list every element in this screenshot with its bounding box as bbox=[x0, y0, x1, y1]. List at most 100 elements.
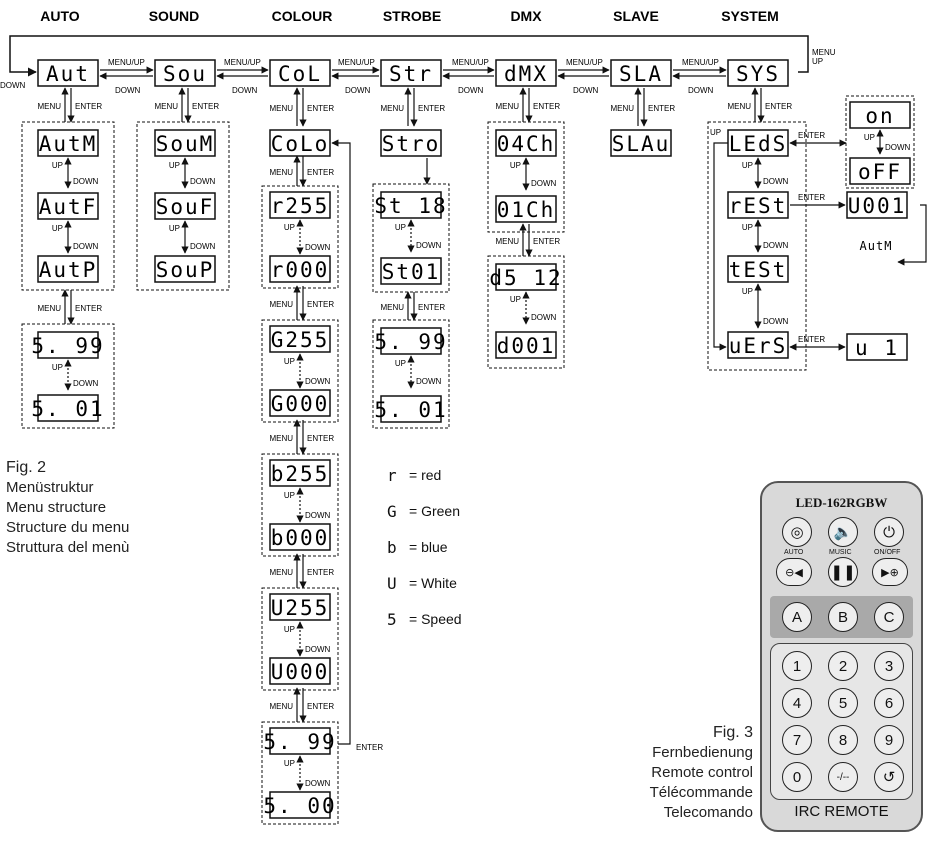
display-colour-1: r000 bbox=[271, 258, 330, 282]
display-system-1: rESt bbox=[729, 194, 788, 218]
display-off-box bbox=[849, 157, 911, 185]
button-8[interactable]: 8 bbox=[828, 725, 858, 755]
dmx-me-menu-label: MENU bbox=[495, 237, 519, 246]
strobe-top-menu-label: MENU bbox=[380, 104, 404, 113]
sound-1-up-label: UP bbox=[169, 161, 180, 170]
button-7[interactable]: 7 bbox=[782, 725, 812, 755]
display-colour-4-box bbox=[269, 459, 331, 487]
button-3[interactable]: 3 bbox=[874, 651, 904, 681]
remote-model: LED-162RGBW bbox=[795, 495, 888, 510]
colour-me-2-menu-label: MENU bbox=[269, 568, 293, 577]
display-strobe-s01: 5. 01 bbox=[374, 398, 447, 422]
system-top-enter-label: ENTER bbox=[765, 102, 792, 111]
button-a[interactable]: A bbox=[782, 602, 812, 632]
display-stro: Stro bbox=[382, 132, 441, 156]
display-st18-box bbox=[380, 191, 442, 219]
button-dash[interactable]: -/-- bbox=[828, 762, 858, 792]
auto-1-up-label: UP bbox=[52, 161, 63, 170]
display-colour-2-box bbox=[269, 325, 331, 353]
lbl-menuup-2: MENU/UP bbox=[224, 58, 261, 67]
slave-top-enter-label: ENTER bbox=[648, 104, 675, 113]
strobe-me-menu-label: MENU bbox=[380, 303, 404, 312]
button-5[interactable]: 5 bbox=[828, 688, 858, 718]
colour-4-up-label: UP bbox=[284, 759, 295, 768]
colour-me-0-enter-label: ENTER bbox=[307, 300, 334, 309]
dmx-2-up-label: UP bbox=[510, 295, 521, 304]
button-6[interactable]: 6 bbox=[874, 688, 904, 718]
colour-me-0-menu-label: MENU bbox=[269, 300, 293, 309]
remote-footer: IRC REMOTE bbox=[794, 803, 889, 820]
display-01ch-box bbox=[495, 195, 557, 223]
lbl-menuup-5: MENU/UP bbox=[566, 58, 603, 67]
fig3-title: Fig. 3 bbox=[712, 724, 753, 741]
strobe-2-down-label: DOWN bbox=[416, 377, 442, 386]
button-1[interactable]: 1 bbox=[782, 651, 812, 681]
display-system-3: uErS bbox=[729, 334, 788, 358]
sound-1-down-label: DOWN bbox=[190, 177, 216, 186]
colour-0-up-label: UP bbox=[284, 223, 295, 232]
button-9[interactable]: 9 bbox=[874, 725, 904, 755]
display-system-3-box bbox=[727, 331, 789, 359]
header-slave: SLAVE bbox=[613, 8, 659, 24]
display-system-2-box bbox=[727, 255, 789, 283]
prev-minus-icon[interactable]: ⊖◀ bbox=[776, 558, 812, 586]
display-system-1-box bbox=[727, 191, 789, 219]
display-souf: SouF bbox=[156, 195, 215, 219]
header-system: SYSTEM bbox=[721, 8, 779, 24]
colour-r-menu-label: MENU bbox=[269, 168, 293, 177]
display-colo: CoLo bbox=[271, 132, 330, 156]
display-col: CoL bbox=[278, 62, 322, 86]
display-sys: SYS bbox=[736, 62, 780, 86]
auto-top-menu-label: MENU bbox=[37, 102, 61, 111]
auto-2-up-label: UP bbox=[52, 224, 63, 233]
onoff-label: ON/OFF bbox=[874, 549, 901, 556]
display-auto-s99: 5. 99 bbox=[31, 334, 104, 358]
top-row-text: Aut Sou CoL Str dMX SLA SYS bbox=[46, 62, 780, 86]
auto-s-up-label: UP bbox=[52, 363, 63, 372]
music-icon[interactable]: 🔈 bbox=[828, 517, 858, 547]
button-2[interactable]: 2 bbox=[828, 651, 858, 681]
display-souf-box bbox=[154, 192, 216, 220]
column-headers: AUTO SOUND COLOUR STROBE DMX SLAVE SYSTE… bbox=[40, 8, 779, 24]
display-colour-5: b000 bbox=[271, 526, 330, 550]
system-1-up-label: UP bbox=[742, 223, 753, 232]
pause-icon[interactable]: ❚❚ bbox=[828, 557, 858, 587]
display-colour-6-box bbox=[269, 593, 331, 621]
colour-top-enter-label: ENTER bbox=[307, 104, 334, 113]
button-c[interactable]: C bbox=[874, 602, 904, 632]
auto-s-down-label: DOWN bbox=[73, 379, 99, 388]
dmx-top-enter-label: ENTER bbox=[533, 102, 560, 111]
button-4[interactable]: 4 bbox=[782, 688, 812, 718]
display-colour-3: G000 bbox=[271, 392, 330, 416]
display-on: on bbox=[865, 104, 894, 128]
button-0[interactable]: 0 bbox=[782, 762, 812, 792]
system-group bbox=[707, 121, 807, 371]
power-icon[interactable]: ⏻ bbox=[874, 517, 904, 547]
sound-top-enter-label: ENTER bbox=[192, 102, 219, 111]
colour-3-down-label: DOWN bbox=[305, 645, 331, 654]
display-colour-2: G255 bbox=[271, 328, 330, 352]
colour-enter-loop bbox=[331, 139, 351, 745]
button-return[interactable]: ↺ bbox=[874, 762, 904, 792]
sound-top-menu-label: MENU bbox=[154, 102, 178, 111]
top-row-arrows bbox=[99, 66, 727, 80]
display-colour-0: r255 bbox=[271, 194, 330, 218]
fig3-line: Fernbedienung bbox=[652, 744, 753, 761]
display-sla: SLA bbox=[619, 62, 663, 86]
display-colour-5-box bbox=[269, 523, 331, 551]
display-slau-box bbox=[610, 129, 672, 157]
colour-1-up-label: UP bbox=[284, 357, 295, 366]
display-soup: SouP bbox=[156, 258, 215, 282]
auto-label: AUTO bbox=[784, 549, 804, 556]
display-colour-8: 5. 99 bbox=[263, 730, 336, 754]
display-st01-box bbox=[380, 257, 442, 285]
display-auto-s01: 5. 01 bbox=[31, 397, 104, 421]
remote-control: LED-162RGBW ◎ 🔈 ⏻ AUTO MUSIC ON/OFF ⊖◀ ❚… bbox=[760, 481, 923, 832]
button-b[interactable]: B bbox=[828, 602, 858, 632]
next-plus-icon[interactable]: ▶⊕ bbox=[872, 558, 908, 586]
fig2-caption: Fig. 2 Menüstruktur Menu structure Struc… bbox=[6, 458, 129, 558]
colour-2-up-label: UP bbox=[284, 491, 295, 500]
colour-2-down-label: DOWN bbox=[305, 511, 331, 520]
auto-icon[interactable]: ◎ bbox=[782, 517, 812, 547]
dmx-me-enter-label: ENTER bbox=[533, 237, 560, 246]
